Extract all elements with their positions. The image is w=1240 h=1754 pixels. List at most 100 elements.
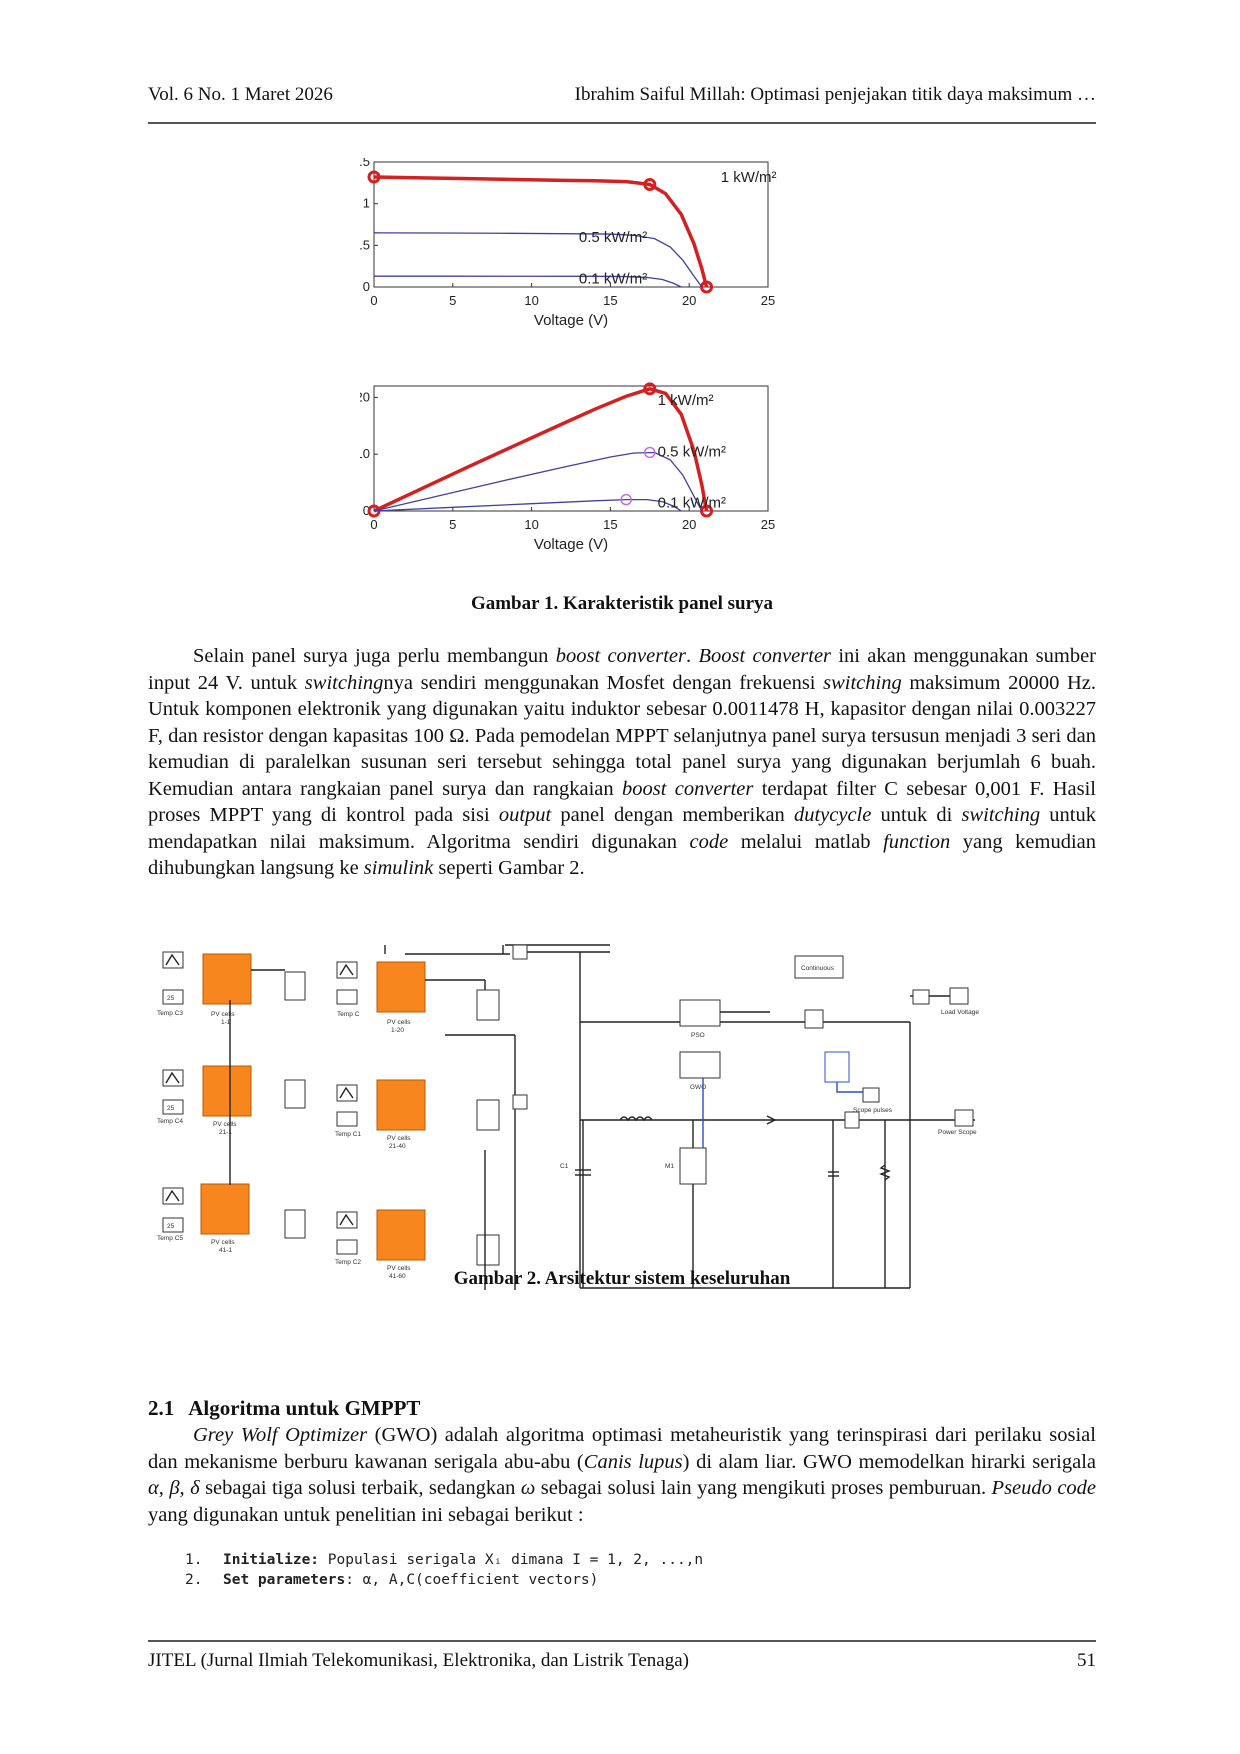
header-title: Ibrahim Saiful Millah: Optimasi penjejak… xyxy=(574,84,1096,105)
svg-text:PV cells: PV cells xyxy=(211,1011,235,1018)
saturation-block xyxy=(804,1009,824,1029)
chart-plot-group: 051015202501020Voltage (V)Power (W)1 kW/… xyxy=(360,382,775,553)
pv-cells-block-6 xyxy=(376,1209,426,1261)
diode-block-3 xyxy=(284,1209,306,1239)
data-marker xyxy=(367,170,381,184)
svg-text:41-1: 41-1 xyxy=(219,1247,232,1254)
simulink-diagram: 25 Temp C3 PV cells 1-1 PV cells 1-20 Te… xyxy=(157,944,979,1290)
irradiance-source-1 xyxy=(162,951,184,969)
x-tick-label: 10 xyxy=(524,517,538,532)
series-label: 0.1 kW/m² xyxy=(658,494,726,511)
continuous-powergui xyxy=(794,955,844,979)
pv-cells-block-4 xyxy=(376,1079,426,1131)
svg-text:41-60: 41-60 xyxy=(389,1273,406,1280)
figure1-caption: Gambar 1. Karakteristik panel surya xyxy=(470,593,774,614)
temp-const-4 xyxy=(336,1111,358,1127)
y-tick-label: 0.5 xyxy=(360,237,370,252)
svg-text:PV cells: PV cells xyxy=(387,1135,411,1142)
series-label: 1 kW/m² xyxy=(658,392,714,409)
pv-row-3: 25 Temp C5 PV cells 41-1 Temp C2 PV cell… xyxy=(157,1183,500,1280)
pv-cells-block-3 xyxy=(202,1065,252,1117)
y-tick-label: 1 xyxy=(363,196,370,211)
pseudo-code-block: 1.Initialize: Populasi serigala Xᵢ diman… xyxy=(185,1550,703,1590)
y-tick-label: 0 xyxy=(363,503,370,518)
y-tick-label: 10 xyxy=(360,446,370,461)
temp-const-2 xyxy=(336,989,358,1005)
pv-cells-block-2 xyxy=(376,961,426,1013)
pv-cells-block-5 xyxy=(200,1183,250,1235)
svg-text:Continuous: Continuous xyxy=(801,965,835,972)
temp-const-3 xyxy=(162,1099,184,1115)
running-header: Vol. 6 No. 1 Maret 2026 Ibrahim Saiful M… xyxy=(148,84,1096,114)
data-marker xyxy=(643,382,657,396)
figure2-caption: Gambar 2. Arsitektur sistem keseluruhan xyxy=(453,1268,791,1289)
header-rule xyxy=(148,122,1096,124)
svg-text:PV cells: PV cells xyxy=(213,1121,237,1128)
svg-text:Load Voltage: Load Voltage xyxy=(941,1009,979,1016)
bus-wiring xyxy=(229,944,911,1290)
x-tick-label: 10 xyxy=(524,293,538,308)
series-line xyxy=(374,275,682,288)
data-marker xyxy=(643,178,657,191)
x-tick-label: 0 xyxy=(370,293,377,308)
controllers: PSO GWO Scope pulses Continuous xyxy=(679,955,893,1148)
x-tick-label: 25 xyxy=(761,517,775,532)
svg-text:25: 25 xyxy=(167,1223,175,1230)
header-volume: Vol. 6 No. 1 Maret 2026 xyxy=(148,84,333,105)
voltage-measure xyxy=(844,1111,860,1129)
svg-text:PV cells: PV cells xyxy=(211,1239,235,1246)
paragraph-boost-converter: Selain panel surya juga perlu membangun … xyxy=(148,645,1097,879)
code-line: 2.Set parameters: α, A,C(coefficient vec… xyxy=(185,1572,599,1588)
page-number: 51 xyxy=(1077,1650,1096,1671)
series-label: 0.1 kW/m² xyxy=(579,271,647,288)
pv-cells-block-1 xyxy=(202,953,252,1005)
x-tick-label: 25 xyxy=(761,293,775,308)
series-line xyxy=(373,498,682,512)
plot-frame xyxy=(373,385,769,512)
x-tick-label: 20 xyxy=(682,517,696,532)
svg-text:Temp C5: Temp C5 xyxy=(157,1235,183,1242)
switch-block-2 xyxy=(476,1099,500,1131)
svg-text:M1: M1 xyxy=(665,1163,674,1170)
x-tick-label: 15 xyxy=(603,293,617,308)
x-tick-label: 0 xyxy=(370,517,377,532)
x-tick-label: 15 xyxy=(603,517,617,532)
y-tick-label: 20 xyxy=(360,389,370,404)
footer-rule xyxy=(148,1640,1096,1642)
series-label: 0.5 kW/m² xyxy=(658,443,726,460)
irradiance-source-3 xyxy=(162,1069,184,1087)
x-tick-label: 5 xyxy=(449,293,456,308)
svg-text:Scope pulses: Scope pulses xyxy=(853,1107,893,1114)
data-marker xyxy=(620,493,632,506)
svg-text:PV cells: PV cells xyxy=(387,1019,411,1026)
power-voltage-chart: 051015202501020Voltage (V)Power (W)1 kW/… xyxy=(360,382,775,553)
pso-function-block xyxy=(679,999,721,1027)
mosfet-block xyxy=(679,1147,707,1185)
load-voltage-measure xyxy=(912,989,930,1005)
pv-row-1: 25 Temp C3 PV cells 1-1 PV cells 1-20 Te… xyxy=(157,951,500,1034)
x-axis-label: Voltage (V) xyxy=(534,536,608,553)
y-tick-label: 0 xyxy=(363,279,370,294)
series-line xyxy=(373,451,703,512)
svg-text:Power Scope: Power Scope xyxy=(938,1129,977,1136)
series-line xyxy=(373,387,709,513)
svg-text:GWO: GWO xyxy=(690,1084,706,1091)
svg-text:1-1: 1-1 xyxy=(221,1019,231,1026)
irradiance-source-2 xyxy=(336,961,358,979)
pv-row-2: 25 Temp C4 PV cells 21-1 Temp C1 PV cell… xyxy=(157,1065,500,1150)
irradiance-source-6 xyxy=(336,1211,358,1229)
series-label: 1 kW/m² xyxy=(721,169,777,186)
pwm-generator xyxy=(824,1051,850,1083)
bus-selector xyxy=(512,1094,528,1110)
x-tick-label: 20 xyxy=(682,293,696,308)
gwo-function-block xyxy=(679,1051,721,1079)
temp-const-1 xyxy=(162,989,184,1005)
paragraph-gwo: Grey Wolf Optimizer (GWO) adalah algorit… xyxy=(148,1424,1097,1526)
svg-text:25: 25 xyxy=(167,995,175,1002)
mux-block xyxy=(512,944,528,960)
temp-const-6 xyxy=(336,1239,358,1255)
svg-text:21-1: 21-1 xyxy=(219,1129,232,1136)
